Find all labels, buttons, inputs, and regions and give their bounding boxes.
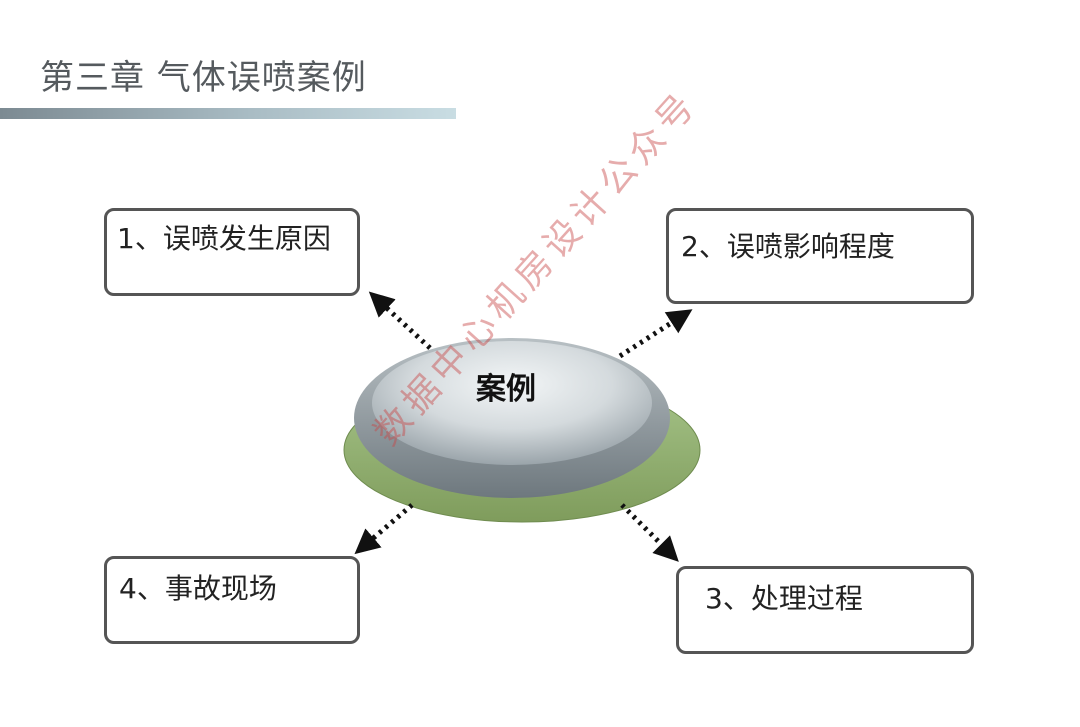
node-impact-box: 2、误喷影响程度 <box>666 208 974 304</box>
node-process-label: 3、处理过程 <box>705 582 863 615</box>
arrow-to-process <box>620 503 679 562</box>
title-underline-bar <box>0 108 456 119</box>
node-scene-label: 4、事故现场 <box>119 572 277 605</box>
arrow-to-scene <box>354 503 414 555</box>
node-impact-label: 2、误喷影响程度 <box>681 230 895 263</box>
node-scene-box: 4、事故现场 <box>104 556 360 644</box>
arrow-to-impact <box>618 309 693 359</box>
page-title: 第三章 气体误喷案例 <box>40 58 367 98</box>
node-process-box: 3、处理过程 <box>676 566 974 654</box>
center-top-ellipse <box>372 341 652 465</box>
node-cause-box: 1、误喷发生原因 <box>104 208 360 296</box>
center-label: 案例 <box>476 372 536 407</box>
arrow-to-cause <box>368 291 432 350</box>
node-cause-label: 1、误喷发生原因 <box>117 222 331 255</box>
